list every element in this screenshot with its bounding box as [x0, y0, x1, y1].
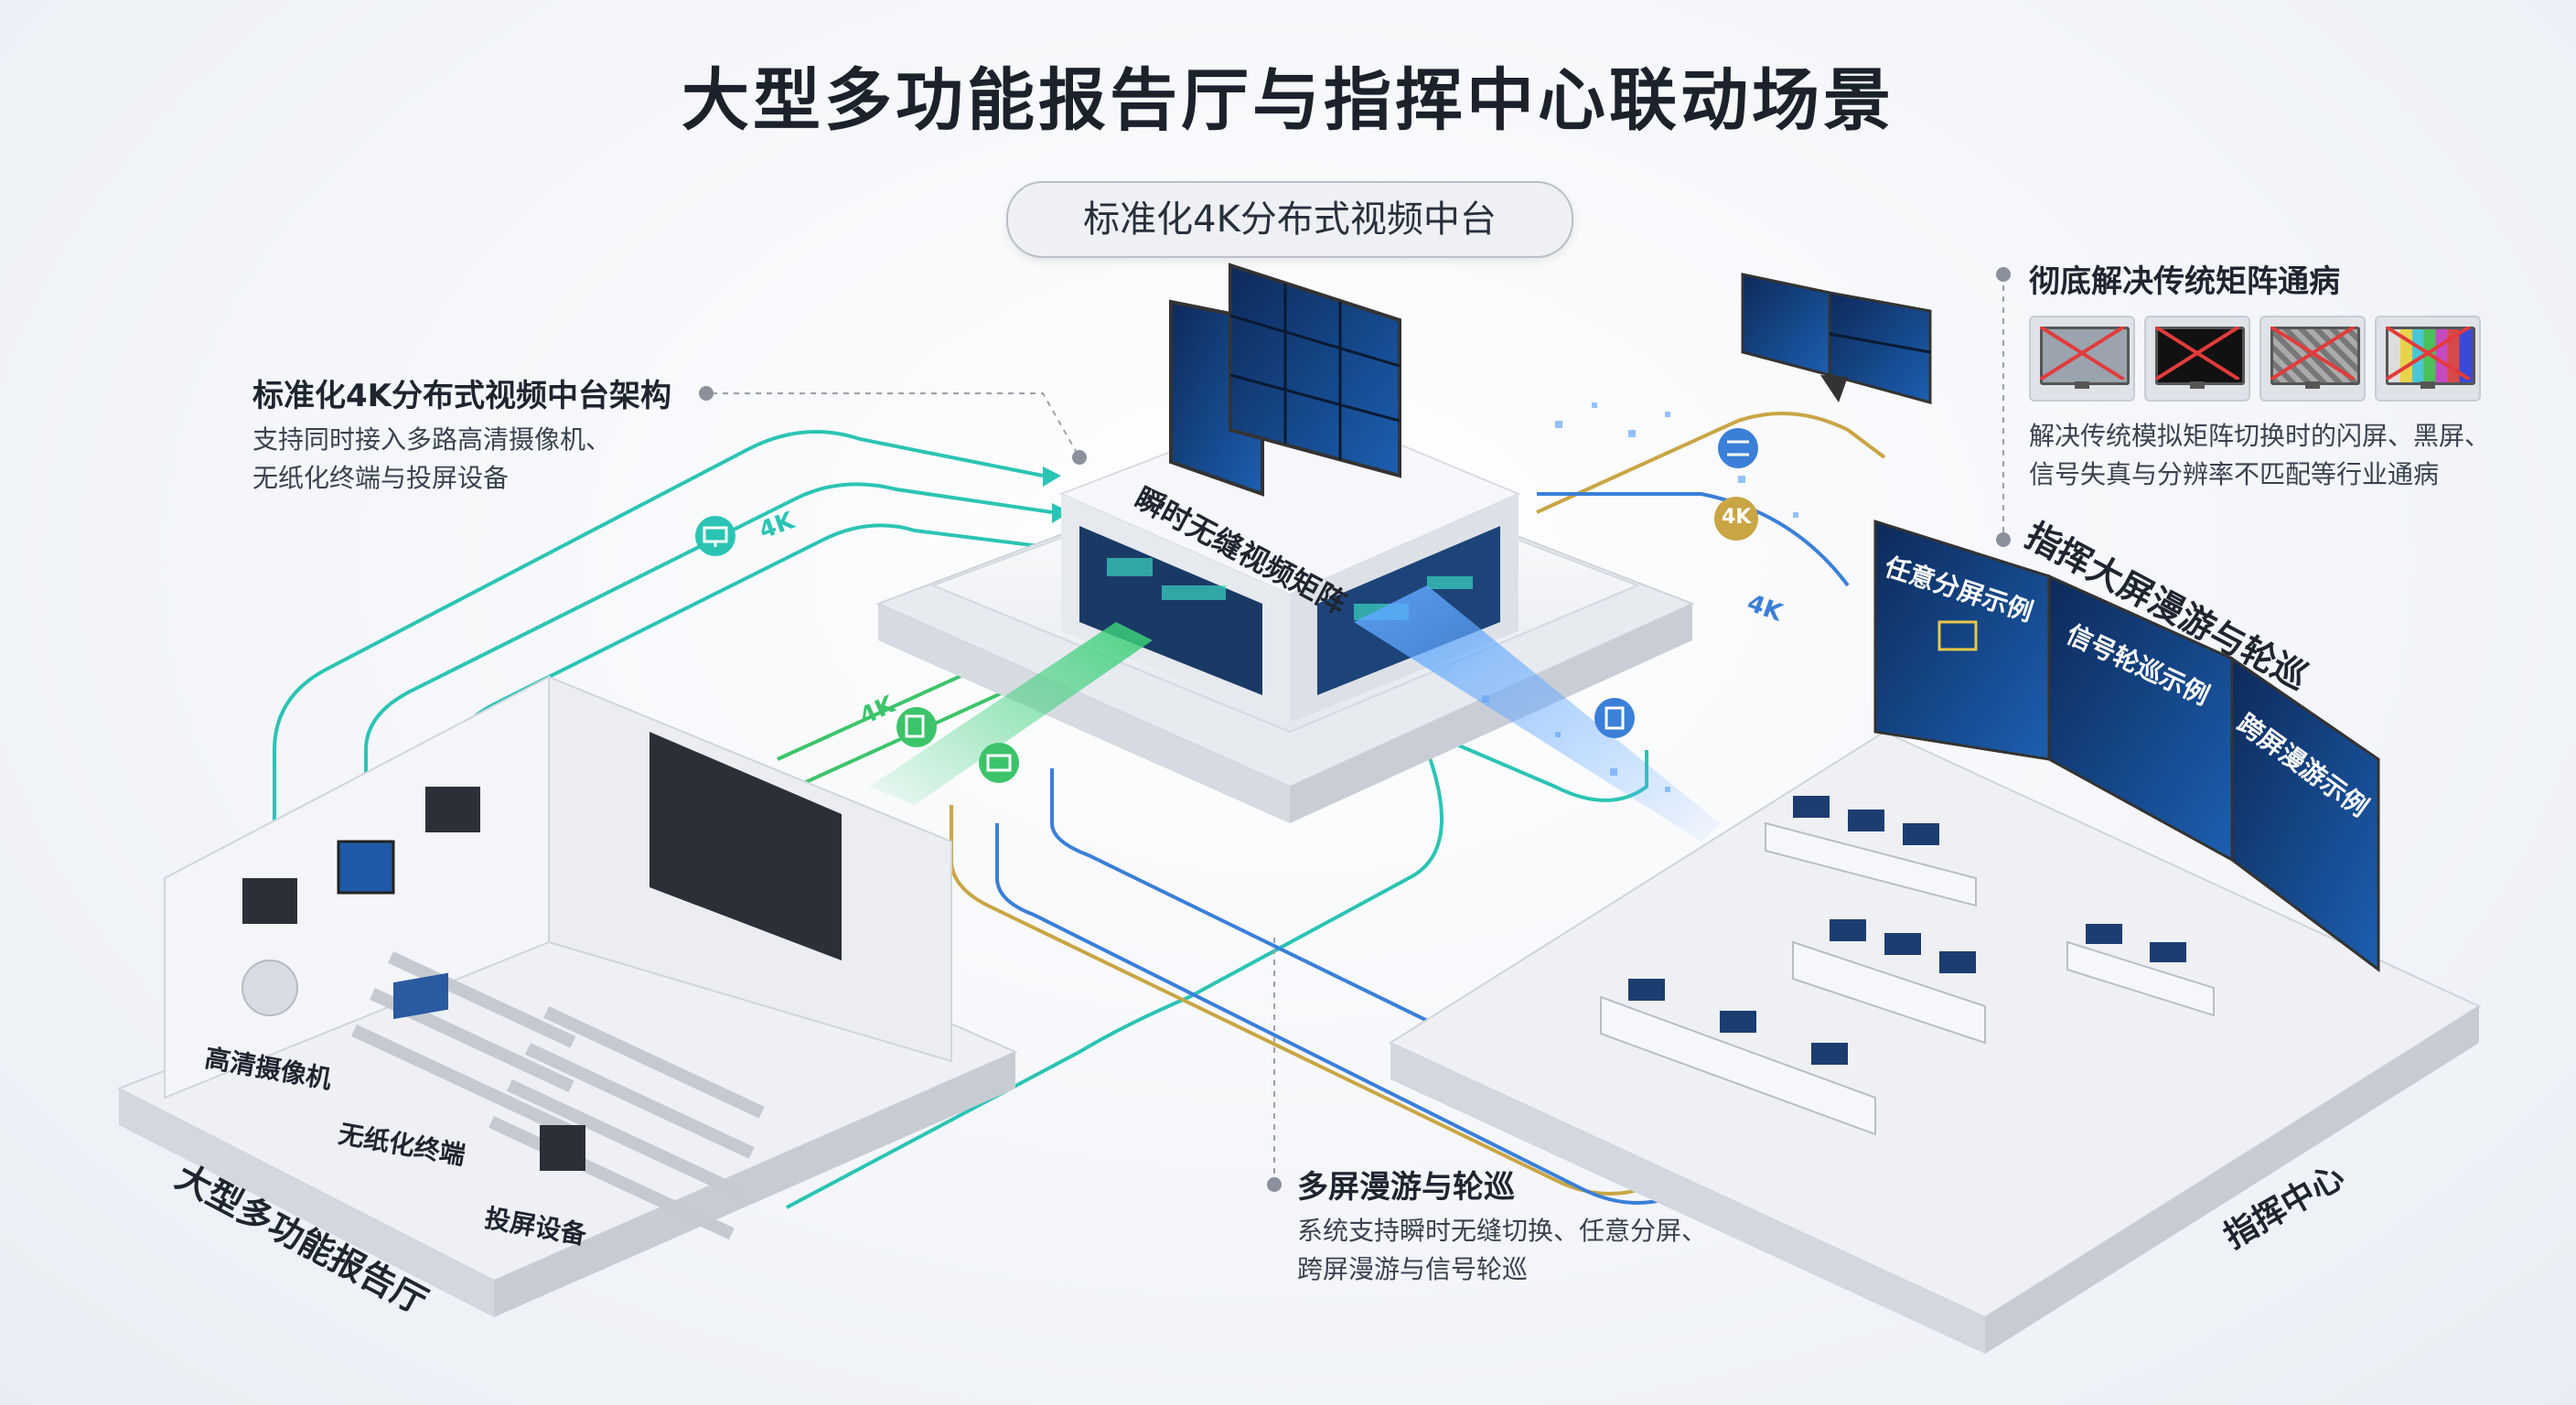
callout-matrix-line-2: 信号失真与分辨率不匹配等行业通病 [2029, 459, 2440, 489]
callout-roaming-line-1: 系统支持瞬时无缝切换、任意分屏、 [1297, 1216, 1708, 1246]
callout-architecture: 标准化4K分布式视频中台架构 支持同时接入多路高清摄像机、 无纸化终端与投屏设备 [252, 370, 671, 498]
callout-matrix-title: 彻底解决传统矩阵通病 [2029, 263, 2340, 300]
settings-sliders-icon [1718, 428, 1758, 468]
blue-beam [1354, 585, 1720, 842]
k4-label-gold: 4K [1722, 506, 1752, 529]
lecture-hall [116, 675, 1018, 1317]
callout-roaming-line-2: 跨屏漫游与信号轮巡 [1297, 1254, 1529, 1284]
document-icon [1594, 698, 1635, 738]
command-center [1388, 519, 2482, 1354]
callout-matrix-problems: 彻底解决传统矩阵通病 [2029, 256, 2340, 301]
gear-icon [979, 743, 1019, 783]
callout-roaming: 多屏漫游与轮巡 系统支持瞬时无缝切换、任意分屏、 跨屏漫游与信号轮巡 [1297, 1162, 1707, 1289]
particles [1482, 402, 1798, 792]
callout-architecture-line-2: 无纸化终端与投屏设备 [252, 463, 510, 493]
floating-monitor [1741, 273, 1932, 404]
color-bars-icon [2375, 316, 2481, 402]
distortion-icon [2259, 316, 2366, 402]
platform-pill: 标准化4K分布式视频中台 [1006, 181, 1573, 258]
callout-matrix-desc: 解决传统模拟矩阵切换时的闪屏、黑屏、 信号失真与分辨率不匹配等行业通病 [2029, 412, 2490, 494]
leader-lines [712, 274, 2004, 1185]
monitor-icon [695, 516, 735, 556]
callout-architecture-title: 标准化4K分布式视频中台架构 [252, 378, 672, 414]
projector-icon [896, 707, 937, 747]
black-screen-icon [2144, 316, 2250, 402]
callout-matrix-line-1: 解决传统模拟矩阵切换时的闪屏、黑屏、 [2029, 421, 2491, 451]
callout-roaming-title: 多屏漫游与轮巡 [1297, 1169, 1515, 1206]
no-signal-icon [2029, 316, 2135, 402]
central-platform [875, 263, 1695, 823]
page-title: 大型多功能报告厅与指挥中心联动场景 [682, 61, 1894, 140]
k4-badge-gold [1714, 497, 1758, 541]
callout-architecture-line-1: 支持同时接入多路高清摄像机、 [252, 424, 612, 455]
green-beam [869, 622, 1153, 805]
